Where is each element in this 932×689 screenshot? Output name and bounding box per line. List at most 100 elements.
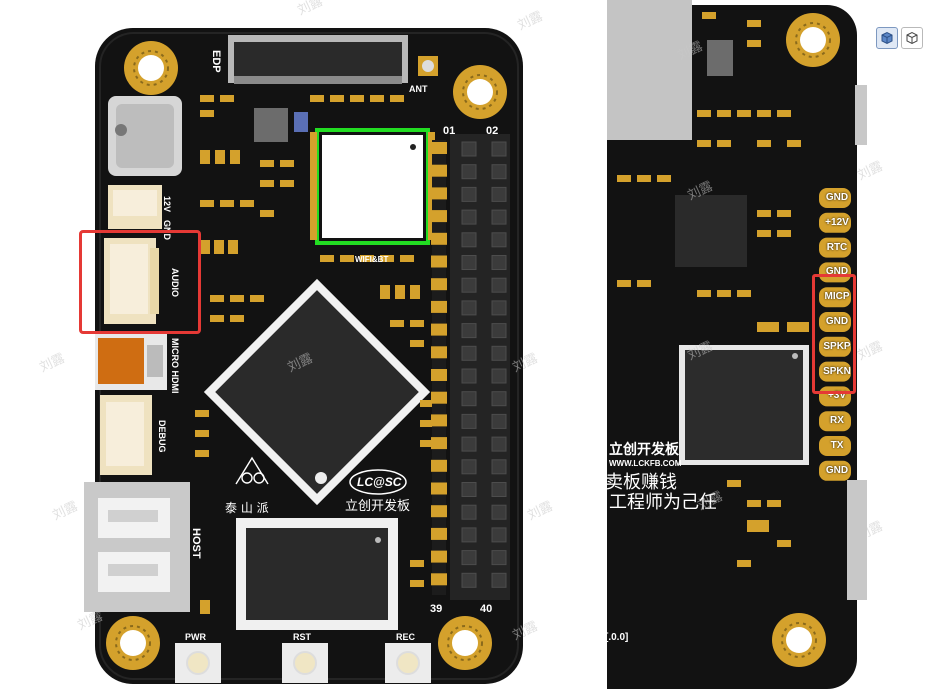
pin-40-label: 40 xyxy=(480,603,492,615)
cpu-chip xyxy=(203,278,431,506)
gpio-pad xyxy=(431,369,447,381)
right-mount-hole-top xyxy=(786,13,840,67)
gpio-pin xyxy=(491,164,507,180)
right-mount-hole-bottom xyxy=(772,613,826,667)
mic-spk-highlight-box xyxy=(812,274,856,394)
left-board-render: EDP ANT 01 02 39 40 12V GND AUDIO MICRO … xyxy=(84,28,523,684)
gpio-pad xyxy=(431,323,447,336)
gpio-pad xyxy=(431,527,447,540)
gpio-pin xyxy=(461,141,477,157)
gpio-pad xyxy=(431,210,447,223)
gpio-pad xyxy=(431,278,447,291)
mount-hole-bottom-left xyxy=(106,616,160,670)
right-brand-cn: 立创开发板 xyxy=(609,441,680,458)
pin-39-label: 39 xyxy=(430,603,442,615)
wireframe-view-button[interactable] xyxy=(901,27,923,49)
pwr-label: PWR xyxy=(185,632,206,642)
edge-pin-pad xyxy=(819,237,851,258)
gpio-pin xyxy=(491,436,507,452)
rst-label: RST xyxy=(293,632,312,642)
gpio-pin xyxy=(461,368,477,384)
pin-label-gnd: GND xyxy=(825,464,849,476)
gpio-pad xyxy=(431,232,447,245)
gpio-pin xyxy=(491,572,507,588)
host-label: HOST xyxy=(190,528,202,559)
edge-pin-pad xyxy=(819,436,851,456)
gpio-pad xyxy=(431,550,447,563)
gpio-pin xyxy=(461,345,477,361)
gpio-pin xyxy=(461,459,477,475)
pin-label-12v: +12V xyxy=(825,216,849,228)
usb-c-connector xyxy=(108,96,182,176)
audio-label: AUDIO xyxy=(170,268,180,297)
gpio-pin xyxy=(461,209,477,225)
gpio-pad xyxy=(431,414,447,427)
micro-hdmi-label: MICRO HDMI xyxy=(170,338,180,394)
pin-label-tx: TX xyxy=(830,439,844,451)
debug-label: DEBUG xyxy=(157,420,167,453)
right-url: WWW.LCKFB.COM xyxy=(609,459,682,468)
edge-pin-pad xyxy=(819,212,851,233)
gpio-pin xyxy=(461,482,477,497)
gpio-pad xyxy=(431,573,447,586)
edge-pin-pad xyxy=(819,188,851,208)
wireframe-cube-icon xyxy=(906,31,918,45)
gpio-pin xyxy=(491,527,507,543)
pin-label-gnd: GND xyxy=(825,315,849,327)
gpio-pad xyxy=(431,459,447,472)
edge-pin-pad xyxy=(819,312,851,332)
board-name-label: 泰 山 派 xyxy=(225,501,269,515)
gpio-pad xyxy=(431,505,447,518)
pin-label-rtc: RTC xyxy=(826,241,848,253)
small-chip xyxy=(254,108,288,142)
usb-host-connector xyxy=(84,482,190,612)
right-components xyxy=(617,12,809,567)
solid-view-button[interactable] xyxy=(876,27,898,49)
gpio-pin xyxy=(461,550,477,566)
edge-pin-pad xyxy=(819,287,851,308)
rst-button[interactable] xyxy=(282,643,328,683)
pin-label-spkn: SPKN xyxy=(823,365,851,377)
brand-cn-label: 立创开发板 xyxy=(345,498,410,514)
wifi-bt-label: WIFI&BT xyxy=(355,255,388,264)
right-slogan-1: 卖板赚钱 xyxy=(607,472,677,493)
gpio-pin xyxy=(461,300,477,316)
gpio-pad xyxy=(431,346,447,359)
gpio-pin xyxy=(491,550,507,566)
gpio-pin xyxy=(491,482,507,497)
gpio-pin xyxy=(461,255,477,270)
gpio-pin xyxy=(491,459,507,475)
pin-label-3v: +3V xyxy=(827,390,847,402)
gpio-pad xyxy=(431,255,447,268)
gpio-header xyxy=(431,134,510,600)
edge-pin-pad xyxy=(819,411,851,432)
pin-02-label: 02 xyxy=(486,125,498,137)
edp-connector xyxy=(228,35,408,84)
gpio-pin xyxy=(461,186,477,202)
gpio-pin xyxy=(491,368,507,384)
debug-connector xyxy=(100,395,152,475)
gpio-pad xyxy=(431,437,447,450)
edge-pin-pad xyxy=(819,336,851,357)
right-chip-1 xyxy=(675,195,747,267)
gpio-pad xyxy=(431,482,447,495)
rec-button[interactable] xyxy=(385,643,431,683)
pcb-components xyxy=(195,95,434,614)
power-12v-connector xyxy=(108,185,162,229)
gpio-pin xyxy=(491,141,507,157)
gpio-pin xyxy=(461,413,477,429)
right-slogan-2: 工程师为己任 xyxy=(609,492,717,513)
gpio-pin xyxy=(461,527,477,543)
mount-hole-top-left xyxy=(124,41,178,95)
pwr-button[interactable] xyxy=(175,643,221,683)
ram-chip xyxy=(236,518,398,630)
gpio-pin xyxy=(461,436,477,452)
pin-label-micp: MICP xyxy=(824,291,850,303)
audio-connector xyxy=(104,238,159,324)
edge-pin-pad xyxy=(819,460,851,481)
gpio-pin xyxy=(461,164,477,180)
mount-hole-top-right xyxy=(453,65,507,119)
gpio-pin xyxy=(491,209,507,225)
gpio-pin xyxy=(461,323,477,339)
